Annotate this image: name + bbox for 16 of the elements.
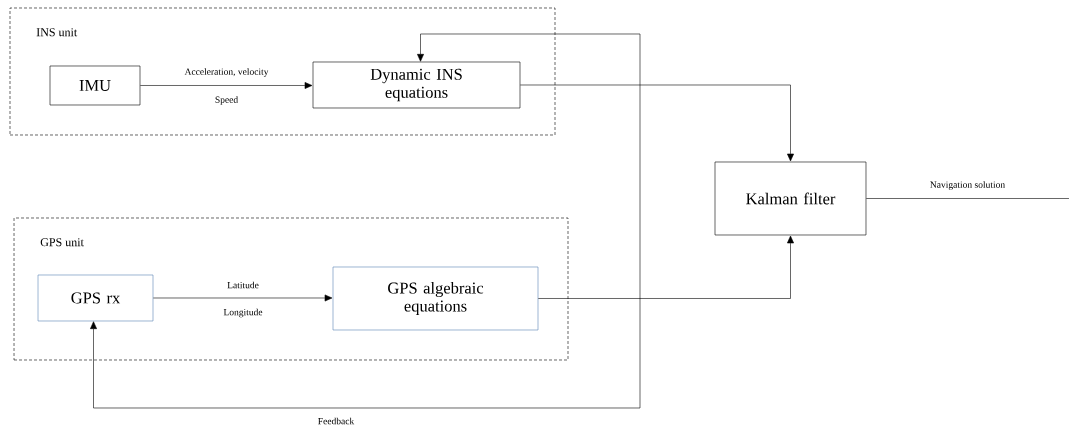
edge-label: Latitude [226, 280, 260, 290]
arrow [140, 82, 313, 89]
arrow [538, 235, 794, 299]
arrow [90, 33, 641, 409]
edge-label: Acceleration, velocity [183, 67, 270, 78]
arrow [153, 294, 333, 302]
process-box: IMU [49, 65, 141, 106]
annotation-text: Longitude [223, 308, 263, 318]
process-box: GPS rx [37, 274, 154, 322]
annotation-text: Speed [215, 96, 238, 105]
process-box: GPS algebraic equations [332, 266, 539, 331]
edge-label: Navigation solution [928, 180, 1007, 191]
process-box: Dynamic INS equations [312, 61, 521, 109]
arrow [520, 84, 794, 162]
process-box: Kalman filter [714, 161, 867, 236]
edge-label: Feedback [316, 416, 356, 426]
